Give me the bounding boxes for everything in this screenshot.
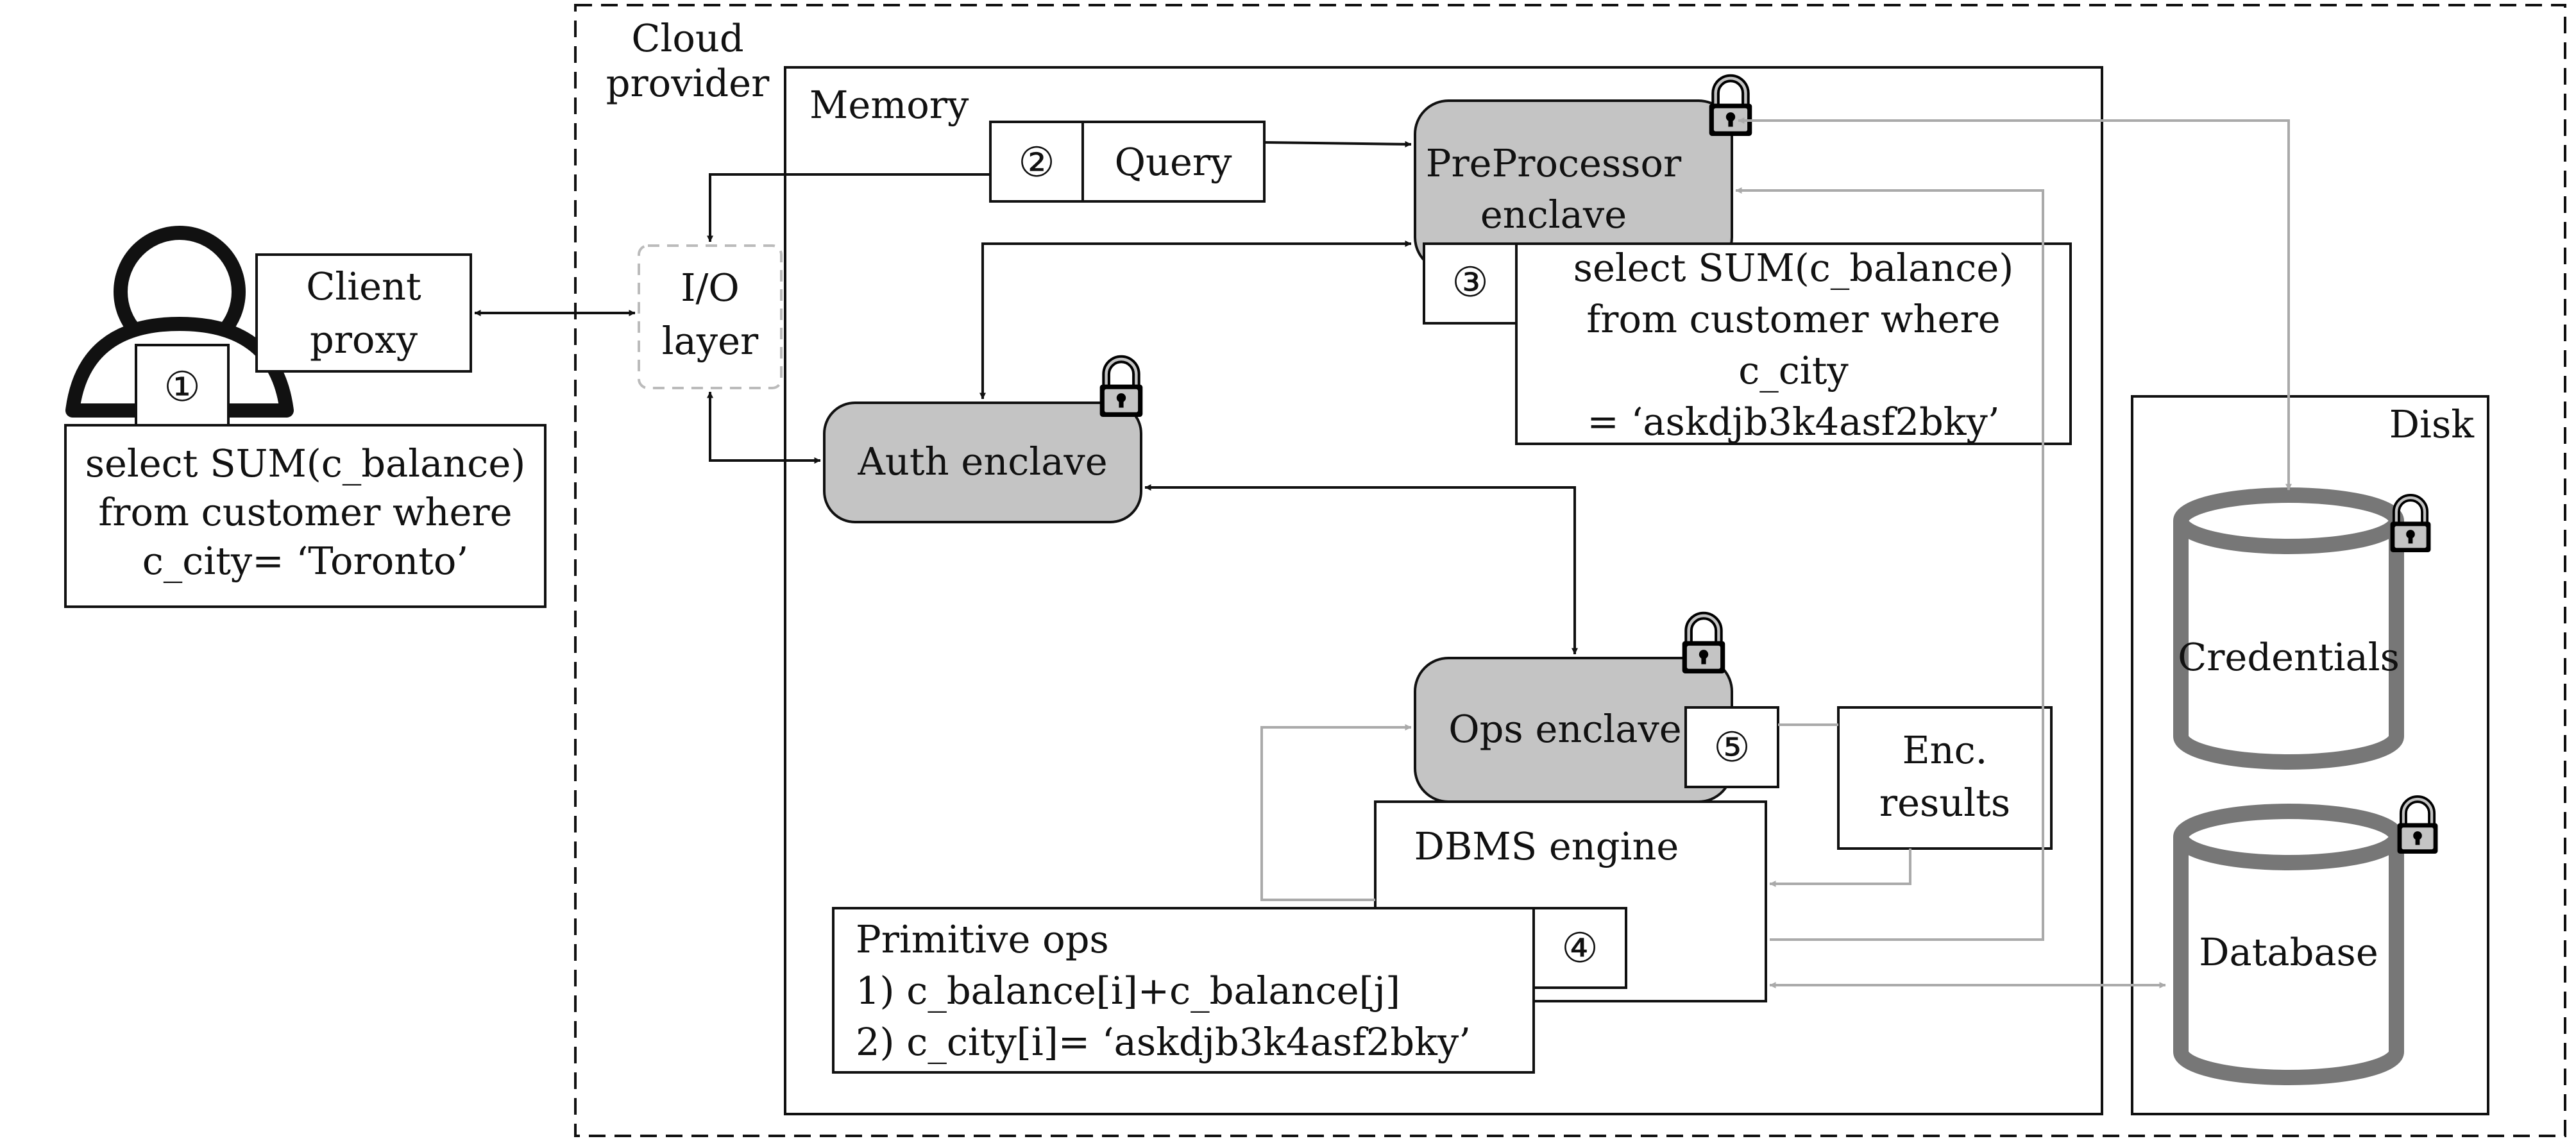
disk-label: Disk — [2389, 402, 2475, 446]
client-query-box — [64, 424, 547, 608]
ops-enclave-label: Ops enclave — [1448, 707, 1681, 751]
edge-query-preprocessor — [1264, 140, 1412, 148]
edge-engine-ops — [1260, 724, 1412, 901]
edge-io-auth — [707, 391, 821, 464]
memory-label: Memory — [809, 83, 969, 127]
step-2-badge — [989, 121, 1084, 203]
step-1-badge — [135, 344, 230, 430]
client-query-text: select SUM(c_balance)from customer where… — [85, 441, 526, 583]
edge-query-io — [707, 173, 990, 242]
credentials-label: Credentials — [2178, 635, 2400, 679]
step-5-number: ⑤ — [1713, 724, 1750, 772]
auth-enclave — [823, 401, 1142, 523]
edge-engine-preprocessor — [1735, 187, 2044, 941]
step-3-number: ③ — [1452, 259, 1488, 307]
query-label: Query — [1115, 140, 1232, 184]
step-3-badge — [1423, 242, 1518, 325]
edge-preprocessor-credentials — [1738, 117, 2292, 491]
step-4-number: ④ — [1561, 925, 1598, 972]
edge-auth-preprocessor — [979, 241, 1412, 400]
auth-enclave-label: Auth enclave — [857, 439, 1107, 484]
edge-enc-results-engine — [1769, 849, 1911, 887]
query-box — [1081, 121, 1266, 203]
step-5-badge — [1684, 706, 1779, 788]
io-layer-box — [638, 244, 783, 389]
enc-results-box — [1837, 706, 2053, 850]
database-cylinder — [2173, 804, 2404, 1085]
step-4-badge — [1532, 907, 1627, 989]
database-label: Database — [2199, 930, 2378, 974]
cloud-provider-region — [574, 4, 2566, 1137]
dbms-engine-label: DBMS engine — [1414, 824, 1679, 868]
step-2-number: ② — [1018, 139, 1055, 187]
edge-auth-ops — [1144, 484, 1578, 655]
credentials-cylinder — [2173, 487, 2404, 770]
primitive-ops-box — [832, 907, 1535, 1074]
step-1-number: ① — [164, 364, 200, 411]
enc-results-label: Enc.results — [1879, 728, 2010, 825]
client-proxy-box — [255, 253, 472, 373]
